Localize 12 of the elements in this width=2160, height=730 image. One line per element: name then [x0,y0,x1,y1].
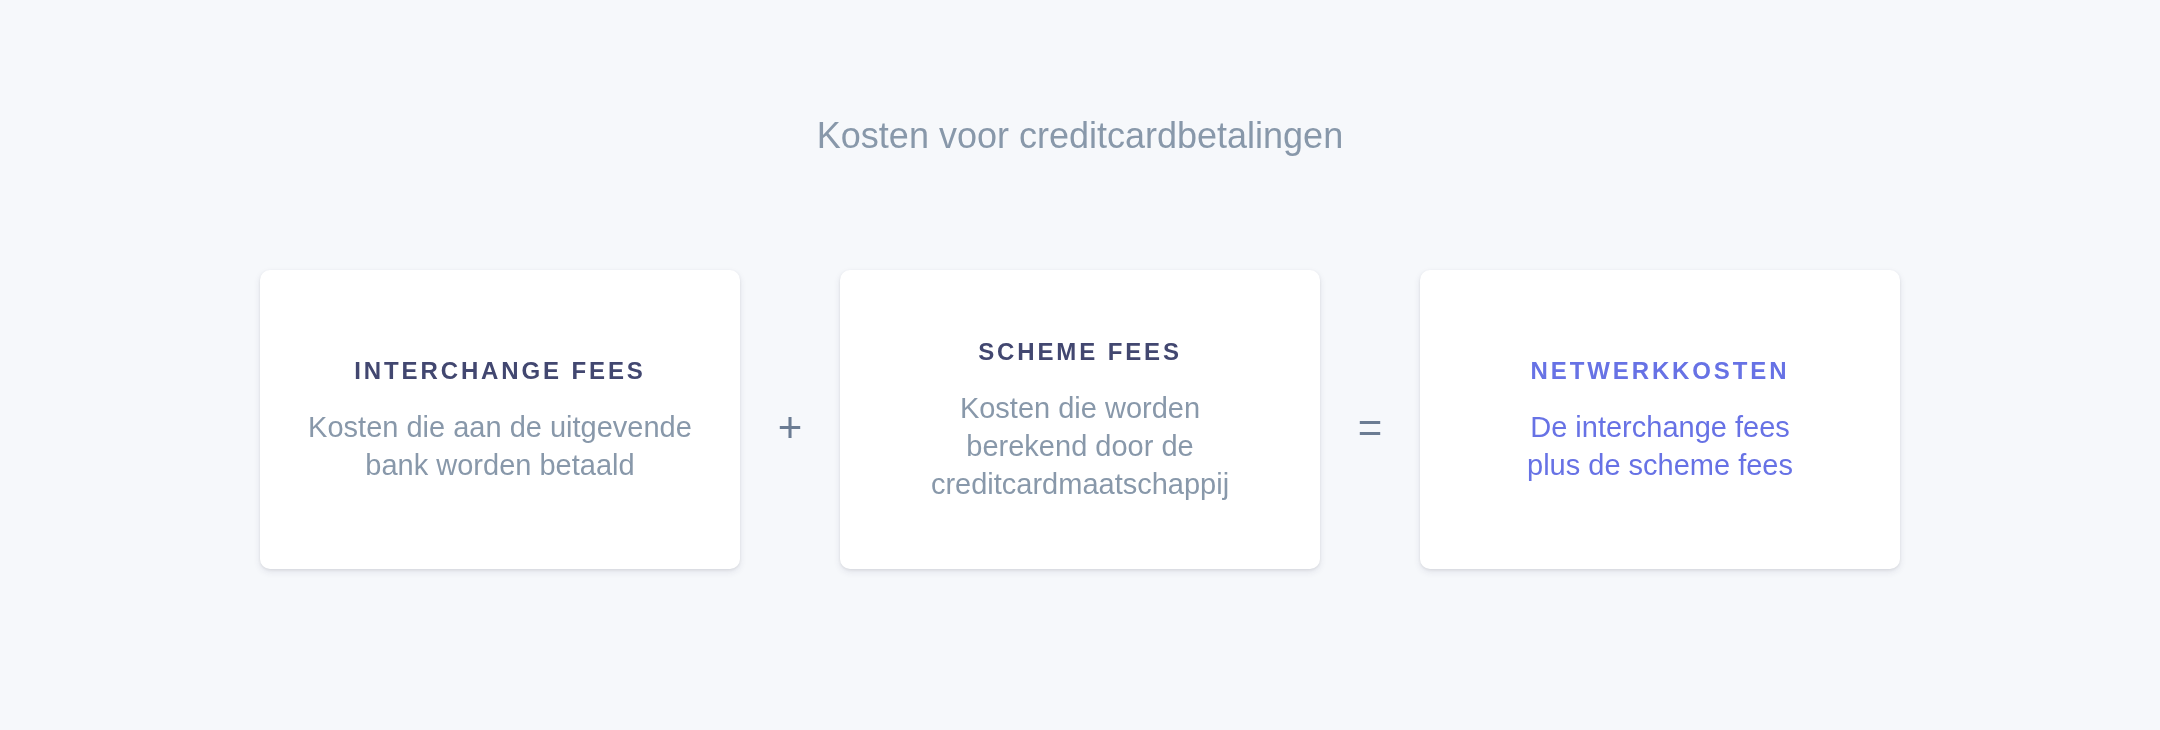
card-heading: NETWERKKOSTEN [1530,355,1790,386]
card-description: Kosten die aan de uitgevende bank worden betaald [307,409,693,483]
card-heading: INTERCHANGE FEES [354,355,646,386]
diagram-title: Kosten voor creditcardbetalingen [816,114,1344,158]
card-description: Kosten die worden berekend door de creditcardmaatschappij [929,390,1231,502]
card-heading: SCHEME FEES [978,336,1182,367]
info-card [260,270,740,569]
info-card [1420,270,1900,569]
plus-sign: + [777,404,803,452]
info-card [840,270,1320,569]
equals-sign: = [1357,404,1383,452]
card-description: De interchange fees plus de scheme fees [1526,409,1794,483]
